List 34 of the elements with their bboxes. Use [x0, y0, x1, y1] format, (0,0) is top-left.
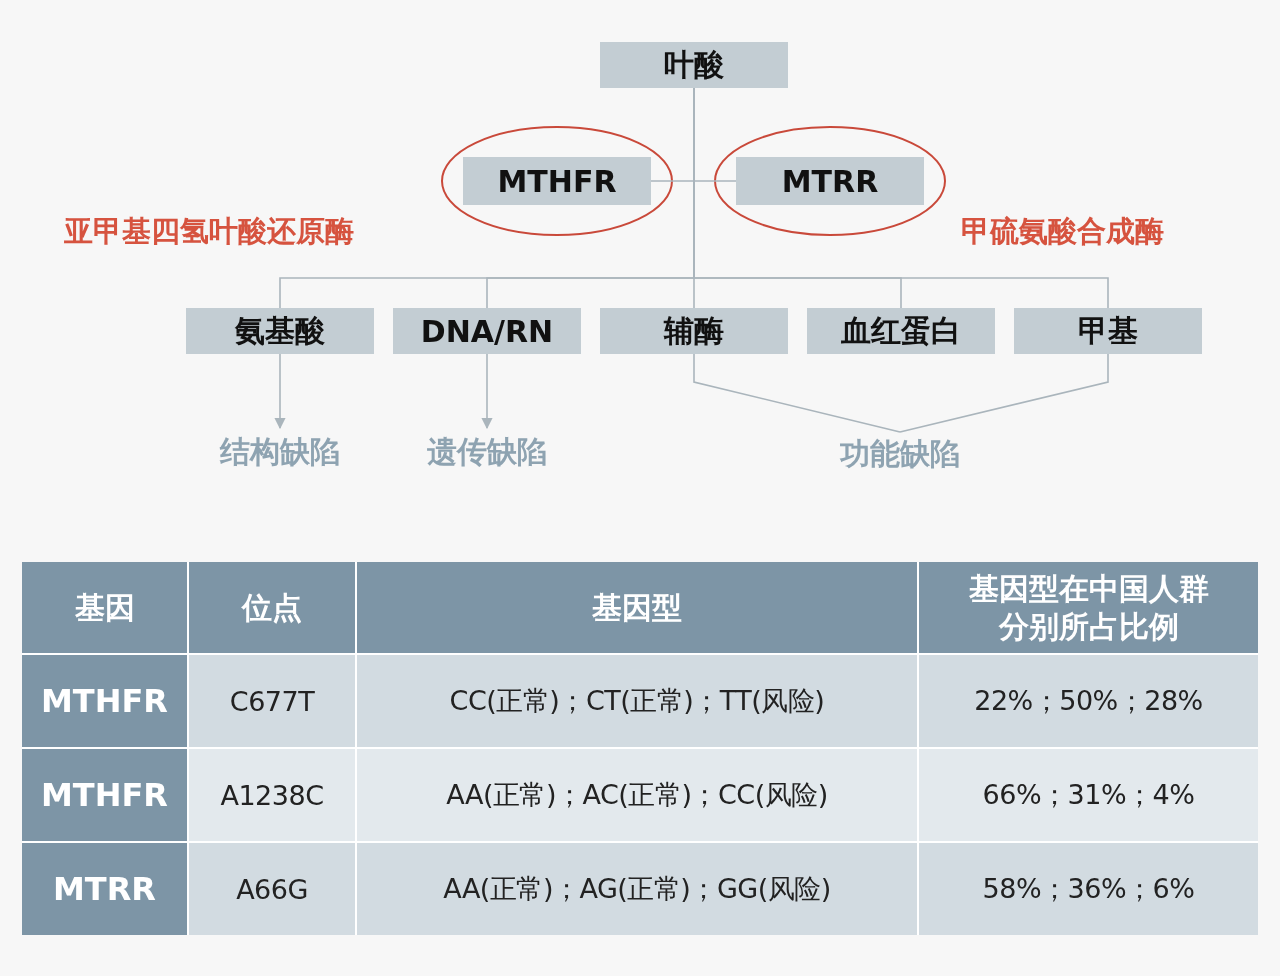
connector-line [693, 353, 901, 433]
arrow [274, 353, 286, 430]
outcome-label: 功能缺陷 [820, 432, 980, 476]
process-box: 甲基 [1014, 308, 1202, 354]
process-box: MTHFR [463, 157, 651, 205]
table-cell: MTRR [22, 843, 187, 935]
outcome-label: 结构缺陷 [200, 428, 360, 476]
header-cell: 基因型在中国人群分别所占比例 [919, 562, 1258, 653]
header-cell: 基因 [22, 562, 187, 653]
table-cell: AA(正常)；AC(正常)；CC(风险) [357, 749, 917, 841]
table-cell: AA(正常)；AG(正常)；GG(风险) [357, 843, 917, 935]
arrow [481, 353, 493, 430]
table-cell: C677T [189, 655, 355, 747]
table-cell: MTHFR [22, 749, 187, 841]
process-box: 叶酸 [600, 42, 788, 88]
table-cell: CC(正常)；CT(正常)；TT(风险) [357, 655, 917, 747]
header-cell: 基因型 [357, 562, 917, 653]
process-box: 辅酶 [600, 308, 788, 354]
table-cell: MTHFR [22, 655, 187, 747]
enzyme-name: 亚甲基四氢叶酸还原酶 [64, 213, 354, 250]
table-cell: A1238C [189, 749, 355, 841]
process-box: MTRR [736, 157, 924, 205]
process-box: 血红蛋白 [807, 308, 995, 354]
table-cell: 66%；31%；4% [919, 749, 1258, 841]
process-box: DNA/RN [393, 308, 581, 354]
outcome-label: 遗传缺陷 [407, 428, 567, 476]
connector-line [650, 180, 737, 182]
table-cell: A66G [189, 843, 355, 935]
enzyme-name: 甲硫氨酸合成酶 [961, 213, 1164, 250]
connector-line [899, 353, 1109, 433]
process-box: 氨基酸 [186, 308, 374, 354]
table-cell: 22%；50%；28% [919, 655, 1258, 747]
header-cell: 位点 [189, 562, 355, 653]
table-cell: 58%；36%；6% [919, 843, 1258, 935]
